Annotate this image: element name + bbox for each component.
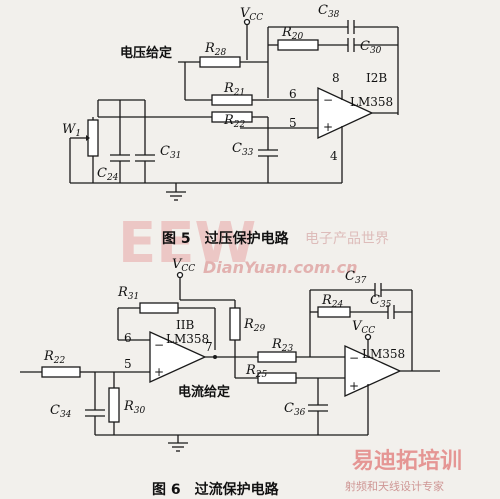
fig5-w1-arrow — [86, 135, 90, 141]
fig6-r22-label: R22 — [43, 349, 66, 366]
fig5-c24-label: C24 — [97, 166, 119, 183]
watermark-group: EEW DianYuan.com.cn 电子产品世界 易迪拓培训 射频和天线设计… — [118, 211, 462, 493]
watermark-logo: EEW — [118, 211, 256, 276]
fig5-w1-label: W1 — [62, 122, 81, 139]
fig5-r22-label: R22 — [223, 113, 246, 130]
fig6-r23-label: R23 — [271, 337, 294, 354]
fig5-r28-label: R28 — [204, 41, 227, 58]
fig5-pin5: 5 — [289, 116, 297, 130]
fig6-node-out — [213, 355, 217, 359]
fig6-c34-label: C34 — [50, 403, 72, 420]
fig6-opamp1-plus: + — [154, 365, 164, 379]
fig6-vcc-label: VCC — [172, 257, 195, 274]
fig6-resistor-r31 — [139, 302, 179, 314]
figure5-circuit: VCC 电压给定 R28 R20 C30 C38 − + I2B — [62, 3, 399, 247]
fig5-pin8: 8 — [332, 71, 340, 85]
fig6-pin6: 6 — [124, 331, 132, 345]
fig6-r31-label: R31 — [117, 285, 139, 302]
watermark-brand: 易迪拓培训 — [352, 448, 462, 474]
fig6-resistor-r29 — [229, 307, 241, 341]
fig6-opamp1-name: IIB — [176, 318, 194, 332]
fig5-vcc-terminal — [243, 18, 251, 26]
fig6-opamp1-minus: − — [154, 338, 164, 352]
fig5-r20-label: R20 — [281, 25, 304, 42]
fig6-caption: 图 6 过流保护电路 — [152, 481, 280, 498]
fig6-resistor-r22 — [41, 366, 81, 378]
fig6-r24-label: R24 — [321, 293, 344, 310]
fig5-opamp-plus: + — [323, 120, 333, 134]
fig6-opamp2-minus: − — [349, 351, 359, 365]
fig6-vcc2-label: VCC — [352, 319, 375, 336]
fig5-opamp-name: I2B — [366, 71, 387, 85]
fig6-opamp2-model: LM358 — [362, 347, 405, 361]
fig5-opamp — [317, 86, 374, 140]
fig5-c38-label: C38 — [318, 3, 340, 20]
fig5-pin4: 4 — [330, 149, 338, 163]
fig5-resistor-r21 — [211, 94, 253, 106]
fig6-vcc-terminal — [176, 271, 184, 279]
fig5-c33-label: C33 — [232, 141, 254, 158]
figure6-circuit: VCC R31 R29 − + IIB LM358 6 5 7 电流给定 — [20, 257, 440, 498]
watermark-site: DianYuan.com.cn — [203, 258, 358, 277]
fig6-r30-label: R30 — [123, 399, 146, 416]
fig6-r29-label: R29 — [243, 317, 266, 334]
fig6-vcc2-terminal — [364, 333, 372, 341]
fig6-opamp1-model: LM358 — [166, 332, 209, 346]
fig6-mid-label: 电流给定 — [178, 384, 230, 400]
fig6-c35-label: C35 — [370, 293, 392, 310]
fig6-resistor-r30 — [108, 387, 120, 423]
fig5-r21-label: R21 — [223, 81, 245, 98]
fig6-pin5: 5 — [124, 357, 132, 371]
fig5-input-label: 电压给定 — [120, 45, 172, 61]
fig6-opamp2-plus: + — [349, 379, 359, 393]
fig5-pin6: 6 — [289, 87, 297, 101]
fig6-pin7: 7 — [205, 340, 213, 354]
fig6-r25-label: R25 — [245, 363, 268, 380]
fig5-opamp-model: LM358 — [350, 95, 393, 109]
fig6-c36-label: C36 — [284, 401, 306, 418]
fig6-c37-label: C37 — [345, 269, 367, 286]
watermark-slogan: 电子产品世界 — [305, 231, 389, 247]
fig6-opamp1 — [149, 330, 207, 384]
fig6-opamp2 — [344, 344, 402, 398]
fig5-caption: 图 5 过压保护电路 — [162, 230, 290, 247]
watermark-brand-sub: 射频和天线设计专家 — [345, 479, 444, 493]
fig5-resistor-r28 — [199, 56, 241, 68]
fig5-vcc-label: VCC — [240, 6, 263, 23]
fig5-c31-label: C31 — [160, 144, 181, 161]
fig5-opamp-minus: − — [323, 93, 333, 107]
fig5-c30-label: C30 — [360, 39, 382, 56]
